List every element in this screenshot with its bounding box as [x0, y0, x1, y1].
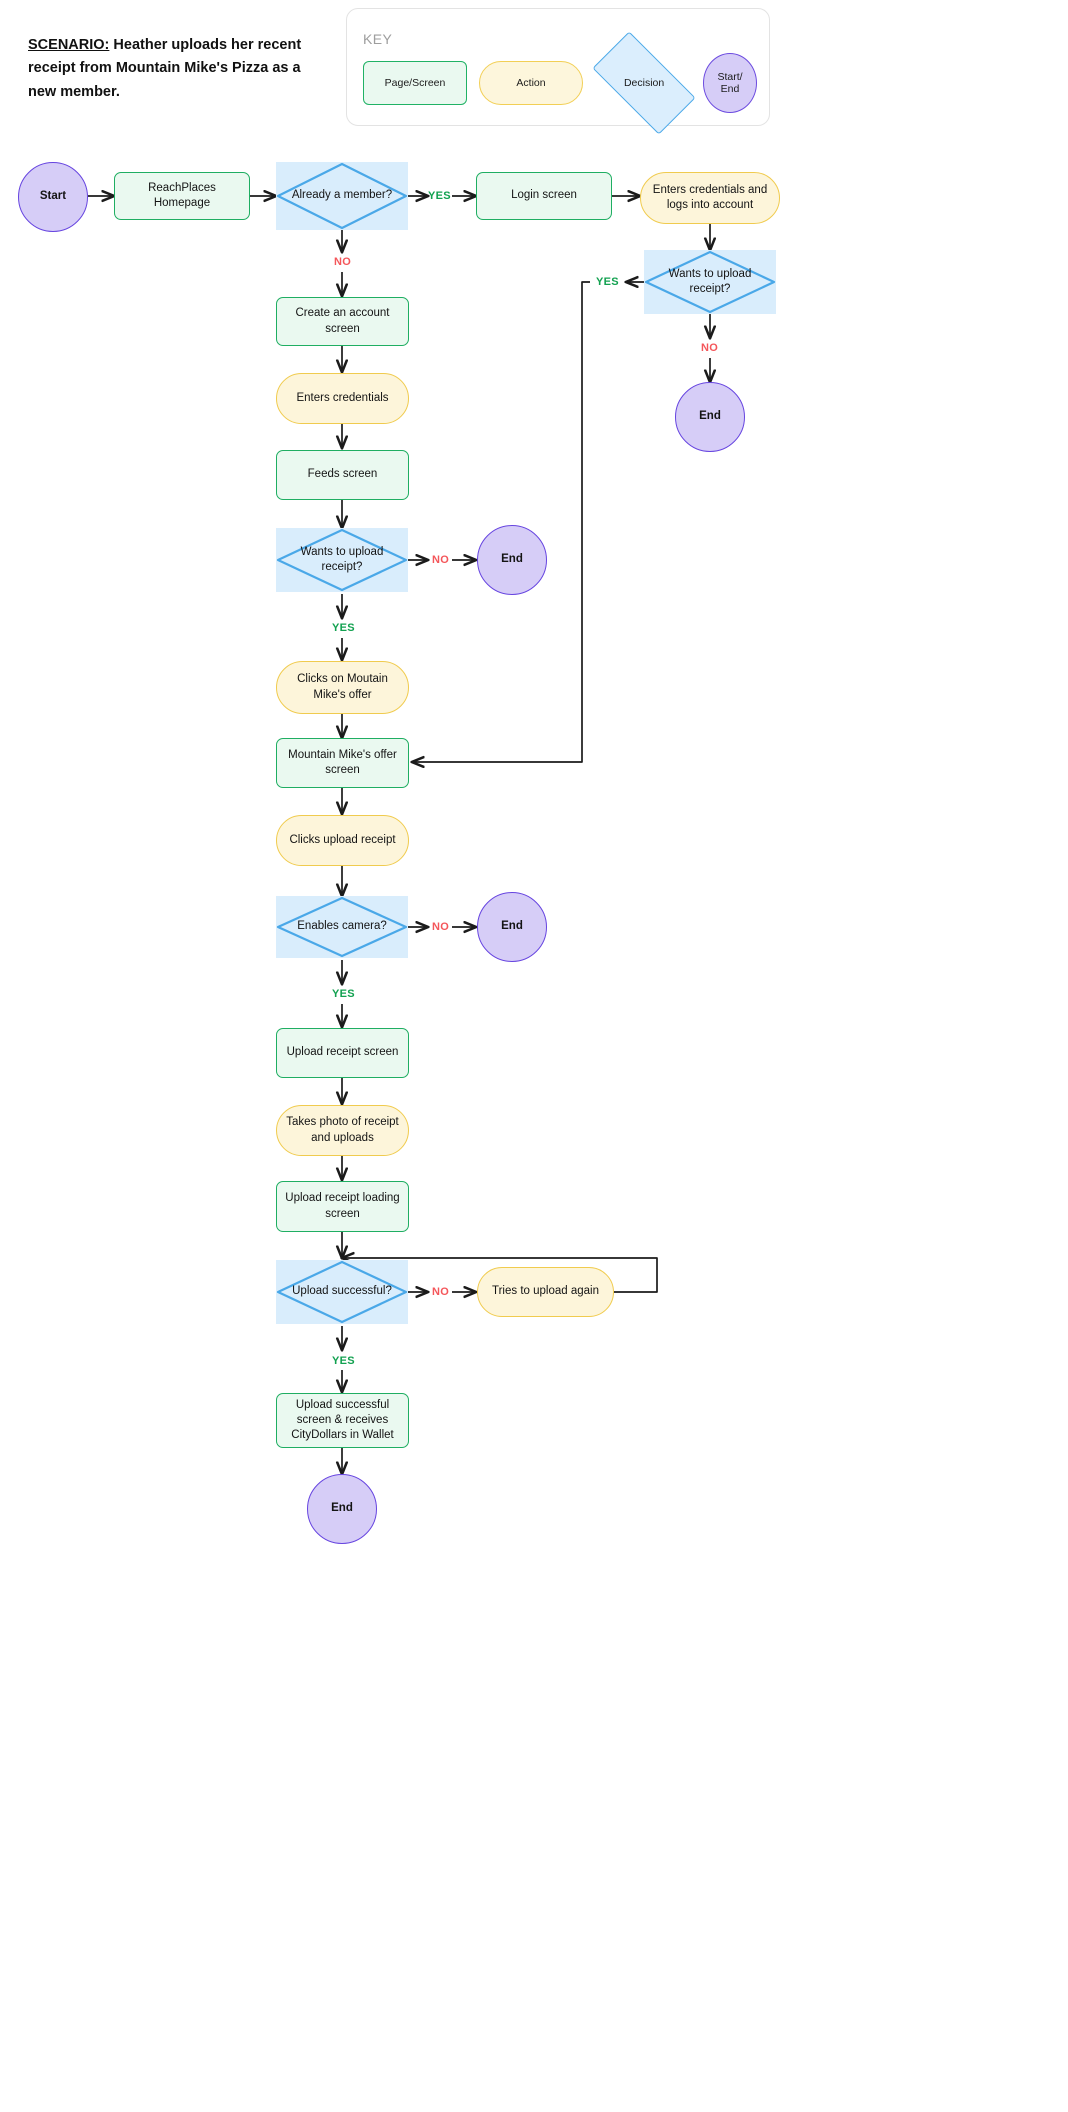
diamond-icon [644, 250, 776, 314]
key-label-start-end-l2: End [720, 83, 740, 95]
node-end-mid-1[interactable]: End [477, 525, 547, 595]
key-legend-panel: KEY Page/Screen Action Decision Start/ E… [346, 8, 770, 135]
edge-label-member-yes: YES [428, 190, 451, 202]
node-wants-to-upload-receipt-right-decision[interactable]: Wants to upload receipt? [644, 250, 776, 314]
node-enters-credentials-and-logs-in[interactable]: Enters credentials and logs into account [640, 172, 780, 224]
node-login-screen[interactable]: Login screen [476, 172, 612, 220]
node-already-a-member-decision[interactable]: Already a member? [276, 162, 408, 230]
edge-label-camera-no: NO [432, 921, 450, 933]
scenario-text: SCENARIO: Heather uploads her recent rec… [28, 34, 308, 104]
node-start[interactable]: Start [18, 162, 88, 232]
node-tries-to-upload-again[interactable]: Tries to upload again [477, 1267, 614, 1317]
node-upload-receipt-screen[interactable]: Upload receipt screen [276, 1028, 409, 1078]
key-label-decision: Decision [623, 77, 665, 89]
node-already-a-member-label: Already a member? [291, 189, 393, 202]
node-feeds-screen[interactable]: Feeds screen [276, 450, 409, 500]
edge-label-mid-upload-yes: YES [332, 622, 355, 634]
node-upload-successful-decision[interactable]: Upload successful? [276, 1260, 408, 1324]
key-label-start-end-l1: Start/ [717, 70, 743, 83]
key-item-action: Action [479, 61, 583, 105]
scenario-label: SCENARIO: [28, 37, 110, 53]
diamond-icon [276, 896, 408, 958]
node-end-final[interactable]: End [307, 1474, 377, 1544]
node-enables-camera-decision[interactable]: Enables camera? [276, 896, 408, 958]
key-label-action: Action [516, 77, 546, 89]
edge-label-upload-yes: YES [332, 1355, 355, 1367]
node-upload-receipt-loading-screen[interactable]: Upload receipt loading screen [276, 1181, 409, 1232]
node-clicks-on-mountain-mikes-offer[interactable]: Clicks on Moutain Mike's offer [276, 661, 409, 714]
key-item-decision: Decision [592, 31, 696, 135]
node-upload-successful-screen[interactable]: Upload successful screen & receives City… [276, 1393, 409, 1448]
node-create-an-account-screen[interactable]: Create an account screen [276, 297, 409, 346]
node-wants-to-upload-receipt-mid-decision[interactable]: Wants to upload receipt? [276, 528, 408, 592]
key-items: Page/Screen Action Decision Start/ End [347, 31, 769, 135]
node-reachplaces-homepage[interactable]: ReachPlaces Homepage [114, 172, 250, 220]
node-upload-successful-label: Upload successful? [292, 1285, 392, 1298]
edge-label-camera-yes: YES [332, 988, 355, 1000]
node-takes-photo-of-receipt[interactable]: Takes photo of receipt and uploads [276, 1105, 409, 1156]
node-clicks-upload-receipt[interactable]: Clicks upload receipt [276, 815, 409, 866]
scenario-body: Heather uploads her recent receipt from … [28, 37, 302, 100]
key-title: KEY [363, 31, 393, 47]
node-wants-upload-mid-label: Wants to upload receipt? [300, 545, 384, 573]
key-item-page-screen: Page/Screen [363, 61, 467, 105]
node-end-right[interactable]: End [675, 382, 745, 452]
edge-label-upload-no: NO [432, 1286, 450, 1298]
node-wants-upload-right-label: Wants to upload receipt? [668, 267, 752, 295]
key-item-start-end: Start/ End [703, 53, 757, 113]
node-enters-credentials[interactable]: Enters credentials [276, 373, 409, 424]
key-label-page-screen: Page/Screen [384, 77, 446, 89]
edge-label-member-no: NO [334, 256, 352, 268]
edge-label-right-upload-no: NO [701, 342, 719, 354]
edge-label-right-upload-yes: YES [596, 276, 619, 288]
diamond-icon [276, 528, 408, 592]
edge-label-mid-upload-no: NO [432, 554, 450, 566]
node-mountain-mikes-offer-screen[interactable]: Mountain Mike's offer screen [276, 738, 409, 788]
node-end-mid-2[interactable]: End [477, 892, 547, 962]
node-enables-camera-label: Enables camera? [297, 920, 387, 933]
